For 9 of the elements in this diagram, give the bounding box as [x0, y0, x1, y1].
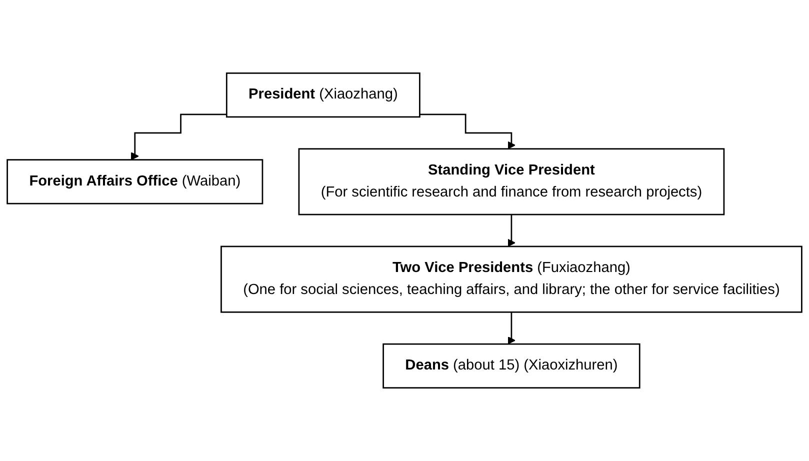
arrow [507, 311, 516, 344]
arrow [420, 114, 516, 150]
node-box: Standing Vice President (For scientific research and finance from research projects) [298, 148, 725, 216]
arrow [130, 114, 227, 160]
node-box: President (Xiaozhang) [226, 72, 420, 118]
node-box: Two Vice Presidents (Fuxiaozhang) (One for social sciences, teaching affairs, and library; the other for service facilities) [220, 246, 802, 313]
arrow [507, 214, 516, 247]
node-box: Foreign Affairs Office (Waiban) [6, 159, 264, 204]
node-box: Deans (about 15) (Xiaoxizhuren) [382, 343, 640, 389]
